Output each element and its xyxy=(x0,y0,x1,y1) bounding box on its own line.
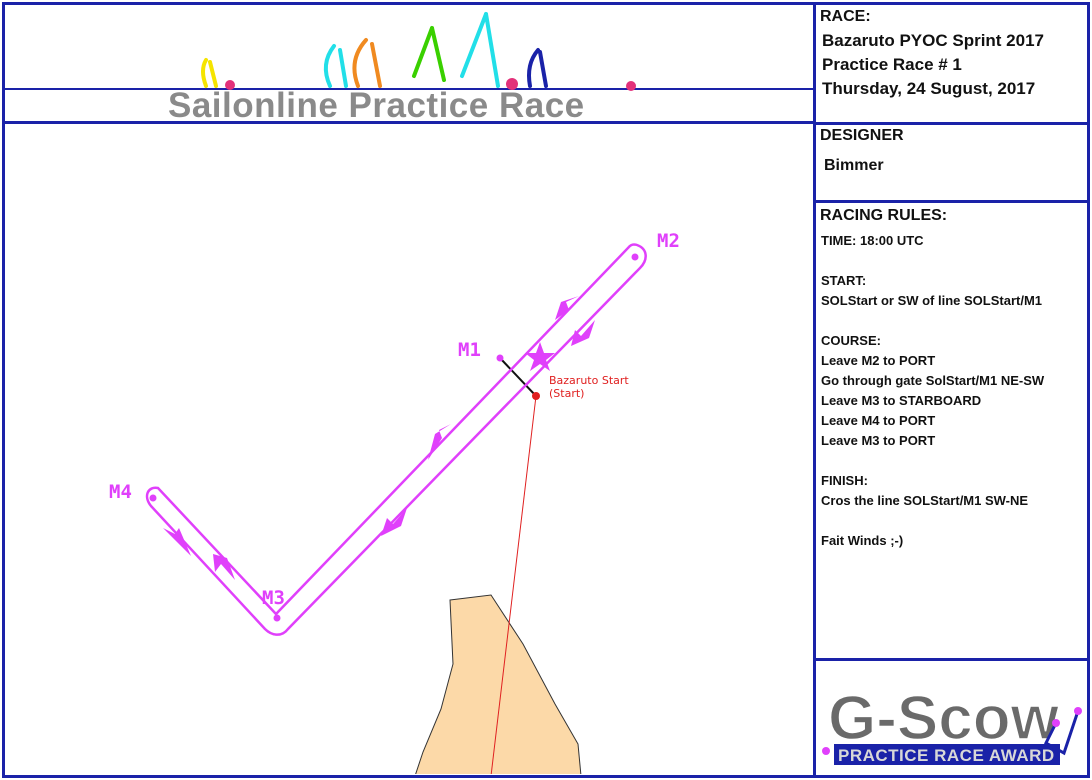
buoy-3 xyxy=(626,81,636,91)
mark-m2-label: M2 xyxy=(657,230,680,252)
mark-m1-label: M1 xyxy=(458,339,481,361)
mark-m4-dot xyxy=(149,494,157,502)
start-star xyxy=(525,342,555,371)
rules-section-divider xyxy=(816,658,1088,661)
mark-m1-dot xyxy=(496,354,504,362)
rules-course-heading: COURSE: xyxy=(821,333,881,348)
award-dot-2 xyxy=(1074,707,1082,715)
sail-orange xyxy=(352,38,382,88)
award-squiggle xyxy=(1044,710,1080,756)
rules-finish-heading: FINISH: xyxy=(821,473,868,488)
mark-m3-dot xyxy=(273,614,281,622)
mark-m2-dot xyxy=(631,253,639,261)
sail-cyan-1 xyxy=(323,44,348,88)
arrow-2 xyxy=(571,320,595,346)
start-sublabel: (Start) xyxy=(549,387,584,400)
rules-closing: Fait Winds ;-) xyxy=(821,533,904,548)
start-dot xyxy=(532,392,540,400)
rules-course-item: Leave M3 to PORT xyxy=(821,433,936,448)
sail-blue xyxy=(527,48,548,88)
award-dot-3 xyxy=(822,747,830,755)
sidebar-divider xyxy=(813,3,816,776)
race-heading: RACE: xyxy=(820,8,871,25)
sail-yellow xyxy=(201,58,218,88)
rules-heading: RACING RULES: xyxy=(820,207,948,224)
mark-m4-label: M4 xyxy=(109,481,132,503)
buoy-2 xyxy=(506,78,518,90)
sail-cyan-2 xyxy=(460,12,500,88)
race-number: Practice Race # 1 xyxy=(822,55,962,74)
banner-midline xyxy=(3,88,814,90)
award-title: G-Scow xyxy=(828,684,1060,753)
land-mass xyxy=(415,594,582,774)
award-dot-1 xyxy=(1052,719,1060,727)
race-date: Thursday, 24 Sugust, 2017 xyxy=(822,79,1036,98)
rules-course-item: Go through gate SolStart/M1 NE-SW xyxy=(821,373,1045,388)
sail-green xyxy=(412,26,446,82)
banner-divider xyxy=(3,121,816,124)
rules-start-text: SOLStart or SW of line SOLStart/M1 xyxy=(821,293,1043,308)
buoy-1 xyxy=(225,80,235,90)
arrow-3 xyxy=(428,424,451,460)
start-bearing-line xyxy=(490,395,537,774)
rules-body: TIME: 18:00 UTC START: SOLStart or SW of… xyxy=(821,231,1044,551)
award-logo: G-Scow PRACTICE RACE AWARD xyxy=(822,683,1082,765)
rules-start-heading: START: xyxy=(821,273,867,288)
award-banner xyxy=(834,744,1060,765)
designer-section-divider xyxy=(816,200,1088,203)
race-name: Bazaruto PYOC Sprint 2017 xyxy=(822,31,1045,50)
course-map: M1 M2 M3 M4 Bazaruto Start (Start) xyxy=(109,230,680,774)
race-section-divider xyxy=(816,122,1088,125)
rules-time: TIME: 18:00 UTC xyxy=(821,233,924,248)
start-label: Bazaruto Start xyxy=(549,374,629,387)
award-subtitle: PRACTICE RACE AWARD xyxy=(838,746,1055,765)
arrow-5 xyxy=(163,528,191,556)
designer-heading: DESIGNER xyxy=(820,127,904,144)
race-details: Bazaruto PYOC Sprint 2017 Practice Race … xyxy=(822,29,1044,101)
course-outline xyxy=(145,243,647,636)
gate-line xyxy=(499,357,537,397)
rules-course-item: Leave M4 to PORT xyxy=(821,413,936,428)
mark-m3-label: M3 xyxy=(262,587,285,609)
banner-sails xyxy=(201,12,636,91)
arrow-6 xyxy=(213,554,235,580)
banner-title: Sailonline Practice Race xyxy=(168,86,585,125)
rules-course-item: Leave M3 to STARBOARD xyxy=(821,393,982,408)
arrow-1 xyxy=(555,296,579,320)
arrow-4 xyxy=(381,508,407,536)
designer-name: Bimmer xyxy=(824,157,884,174)
rules-course-item: Leave M2 to PORT xyxy=(821,353,936,368)
course-arrows xyxy=(163,296,595,580)
rules-finish-text: Cros the line SOLStart/M1 SW-NE xyxy=(821,493,1029,508)
